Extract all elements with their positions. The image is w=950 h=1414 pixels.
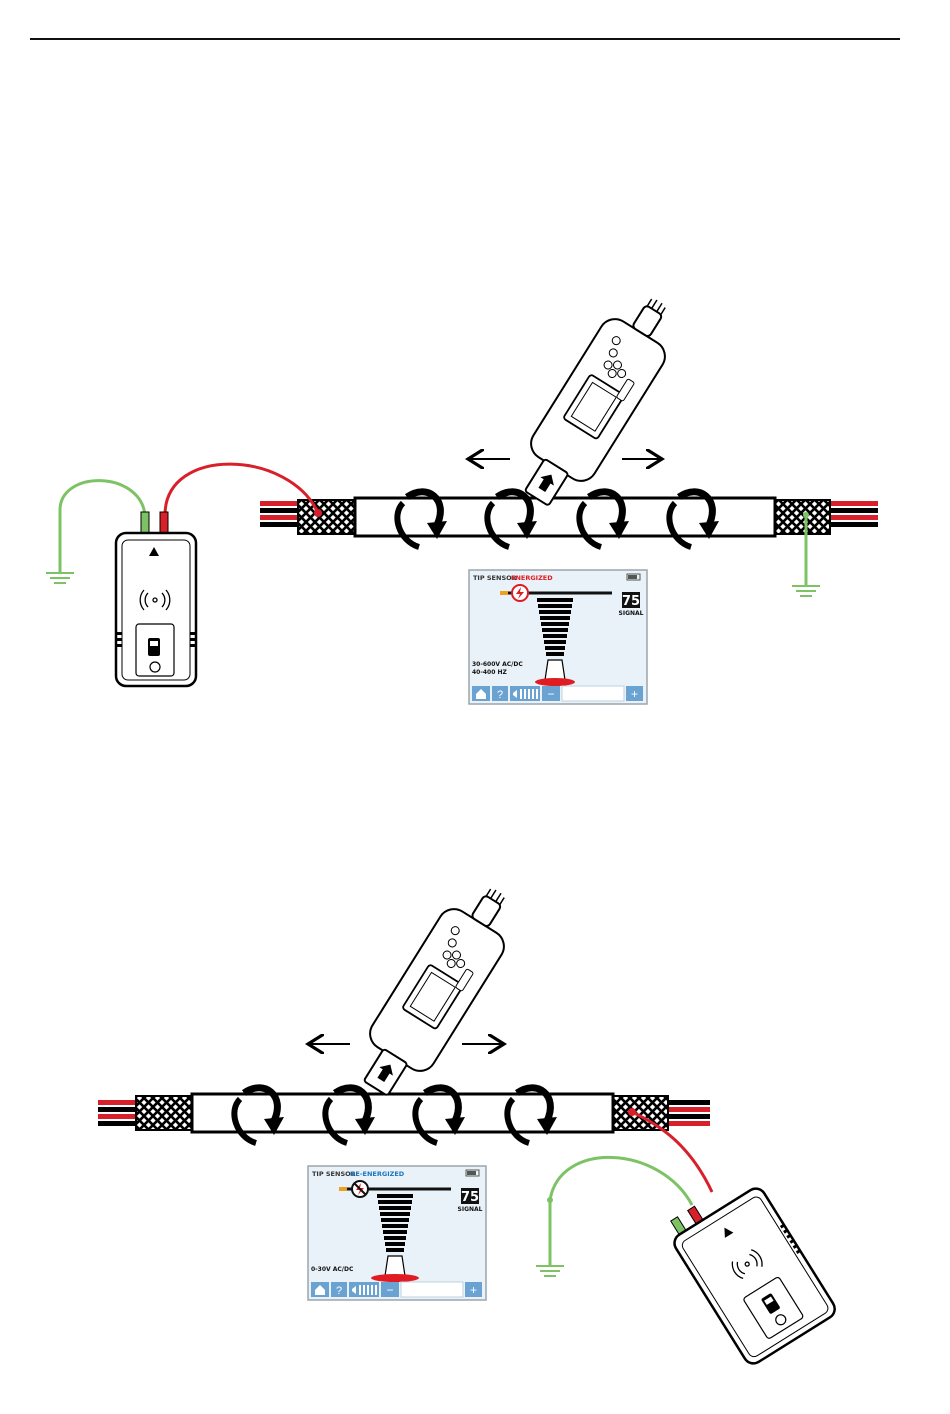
signal-label: SIGNAL bbox=[619, 610, 644, 617]
range-line-2: 40-400 HZ bbox=[472, 669, 507, 676]
cable-shield-left bbox=[136, 1096, 192, 1130]
toolbar-spacer bbox=[562, 686, 624, 701]
cable-shield-right bbox=[775, 500, 830, 534]
toolbar-spacer bbox=[401, 1282, 463, 1297]
help-icon: ? bbox=[336, 1285, 342, 1297]
plus-label: + bbox=[470, 1283, 477, 1297]
signal-clip bbox=[314, 509, 322, 517]
screen-title-status: ENERGIZED bbox=[511, 574, 553, 582]
top-scene: TIP SENSOR ENERGIZED 75 SIGNAL 30-600V A… bbox=[46, 283, 878, 704]
receiver-device bbox=[345, 873, 529, 1108]
screen-toolbar: ? − + bbox=[311, 1282, 482, 1297]
cable-shield-left bbox=[298, 500, 355, 534]
screen-title-status: DE-ENERGIZED bbox=[350, 1170, 405, 1178]
bottom-scene: TIP SENSOR DE-ENERGIZED 75 SIGNAL 0-30V … bbox=[98, 873, 839, 1368]
help-icon: ? bbox=[497, 689, 503, 701]
transmitter-device bbox=[116, 512, 196, 686]
minus-label: − bbox=[386, 1283, 393, 1297]
signal-clip bbox=[628, 1108, 636, 1116]
cable-conductors-left bbox=[98, 1100, 140, 1126]
range-line-1: 0-30V AC/DC bbox=[311, 1266, 354, 1273]
ground-symbol-icon bbox=[536, 1157, 692, 1276]
probe-tip-icon bbox=[545, 660, 565, 680]
receiver-device bbox=[506, 283, 690, 518]
cable-conductors-right bbox=[828, 501, 878, 527]
cable-shield-right bbox=[613, 1096, 668, 1130]
signal-value: 75 bbox=[461, 1190, 479, 1205]
minus-label: − bbox=[547, 687, 554, 701]
screen-de-energized: TIP SENSOR DE-ENERGIZED 75 SIGNAL 0-30V … bbox=[308, 1166, 486, 1300]
plus-label: + bbox=[631, 687, 638, 701]
ground-clip bbox=[803, 512, 809, 518]
probe-tip-icon bbox=[385, 1256, 405, 1276]
screen-toolbar: ? − + bbox=[472, 686, 643, 701]
signal-label: SIGNAL bbox=[458, 1206, 483, 1213]
signal-value: 75 bbox=[622, 594, 640, 609]
range-line-1: 30-600V AC/DC bbox=[472, 661, 523, 668]
signal-lead bbox=[165, 464, 318, 515]
cable-conductors-right bbox=[665, 1100, 710, 1126]
screen-energized: TIP SENSOR ENERGIZED 75 SIGNAL 30-600V A… bbox=[469, 570, 647, 704]
